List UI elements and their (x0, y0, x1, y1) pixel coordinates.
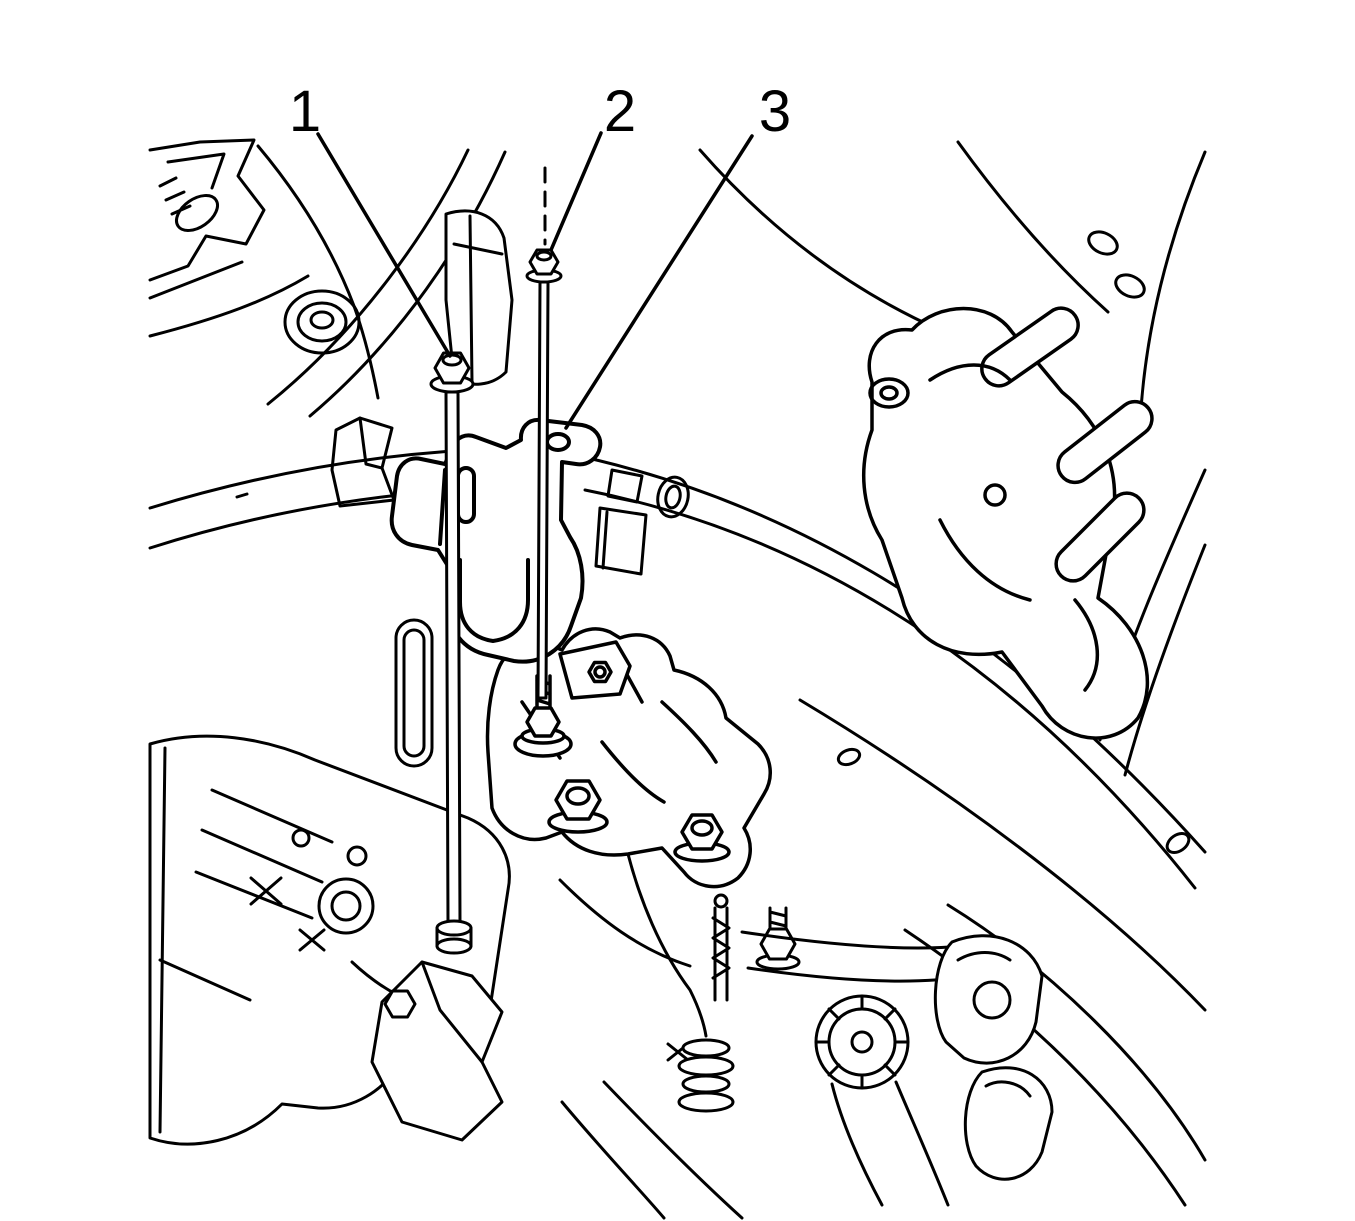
callout-label-1: 1 (289, 79, 321, 144)
nut-2 (525, 166, 563, 700)
right-side-casting (862, 306, 1154, 740)
leader-line-1 (316, 132, 452, 358)
transmission-details (558, 852, 1054, 1220)
vertical-strap (394, 618, 434, 768)
lower-mount-bracket (370, 960, 504, 1142)
callout-label-2: 2 (604, 79, 636, 144)
leader-line-2 (549, 131, 603, 252)
callout-leader-lines (316, 131, 754, 430)
callout-label-3: 3 (759, 79, 791, 144)
bolt-1 (429, 351, 475, 955)
leader-line-3 (564, 134, 754, 430)
engine-mount-assembly (485, 627, 772, 889)
